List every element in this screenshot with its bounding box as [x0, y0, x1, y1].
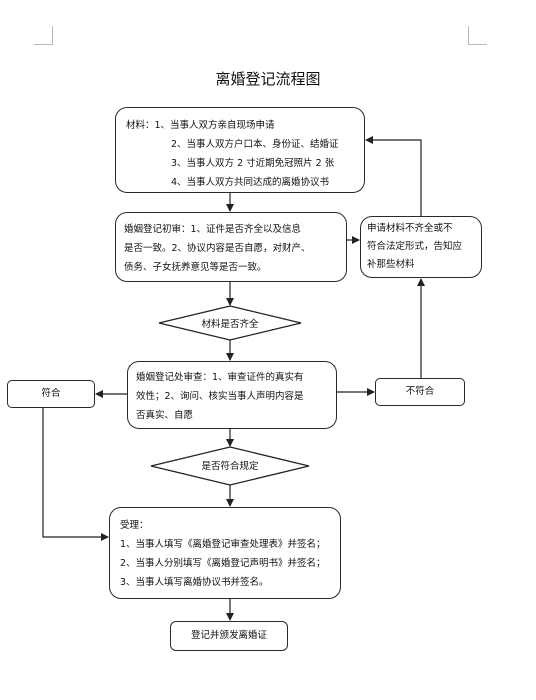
- conform-box: 符合: [7, 380, 95, 408]
- incomplete-notice-line-3: 补那些材料: [367, 259, 415, 270]
- materials-box: 材料：1、当事人双方亲自现场申请 2、当事人双方户口本、身份证、结婚证 3、当事…: [115, 107, 365, 193]
- arrow-incomplete-to-materials: [365, 136, 422, 216]
- page-corner-mark-right: [468, 26, 487, 45]
- acceptance-box: 受理： 1、当事人填写《离婚登记审查处理表》并签名； 2、当事人分别填写《离婚登…: [109, 507, 341, 599]
- incomplete-notice-line-1: 申请材料不齐全或不: [367, 223, 453, 234]
- incomplete-notice-box: 申请材料不齐全或不 符合法定形式，告知应 补那些材料: [360, 216, 482, 278]
- initial-review-line-3: 债务、子女抚养意见等是否一致。: [124, 262, 267, 273]
- initial-review-line-1: 婚姻登记初审：1、证件是否齐全以及信息: [124, 224, 302, 235]
- office-review-line-1: 婚姻登记处审查：1、审查证件的真实有: [136, 372, 304, 383]
- arrow-conform-to-acceptance: [42, 408, 109, 541]
- nonconform-box: 不符合: [375, 378, 465, 406]
- office-review-box: 婚姻登记处审查：1、审查证件的真实有 效性；2、询问、核实当事人声明内容是 否真…: [127, 361, 337, 429]
- materials-line-1: 材料：1、当事人双方亲自现场申请: [126, 120, 275, 131]
- materials-line-3: 3、当事人双方 2 寸近期免冠照片 2 张: [171, 158, 335, 169]
- acceptance-line-3: 3、当事人填写离婚协议书并签名。: [120, 577, 269, 588]
- incomplete-notice-line-2: 符合法定形式，告知应: [367, 241, 463, 252]
- office-review-line-3: 否真实、自愿: [136, 410, 194, 421]
- materials-line-4: 4、当事人双方共同达成的离婚协议书: [171, 177, 330, 188]
- decision-rules-label: 是否符合规定: [201, 461, 259, 472]
- acceptance-heading: 受理：: [120, 520, 149, 531]
- materials-line-2: 2、当事人双方户口本、身份证、结婚证: [171, 139, 339, 150]
- issue-certificate-box: 登记并颁发离婚证: [170, 621, 288, 651]
- office-review-line-2: 效性；2、询问、核实当事人声明内容是: [136, 391, 304, 402]
- initial-review-box: 婚姻登记初审：1、证件是否齐全以及信息 是否一致。2、协议内容是否自愿，对财产、…: [115, 212, 347, 282]
- acceptance-line-1: 1、当事人填写《离婚登记审查处理表》并签名；: [120, 539, 326, 550]
- acceptance-line-2: 2、当事人分别填写《离婚登记声明书》并签名；: [120, 558, 326, 569]
- decision-materials-label: 材料是否齐全: [201, 319, 259, 330]
- page-corner-mark-left: [34, 26, 53, 45]
- initial-review-line-2: 是否一致。2、协议内容是否自愿，对财产、: [124, 243, 311, 254]
- diagram-title: 离婚登记流程图: [215, 70, 321, 88]
